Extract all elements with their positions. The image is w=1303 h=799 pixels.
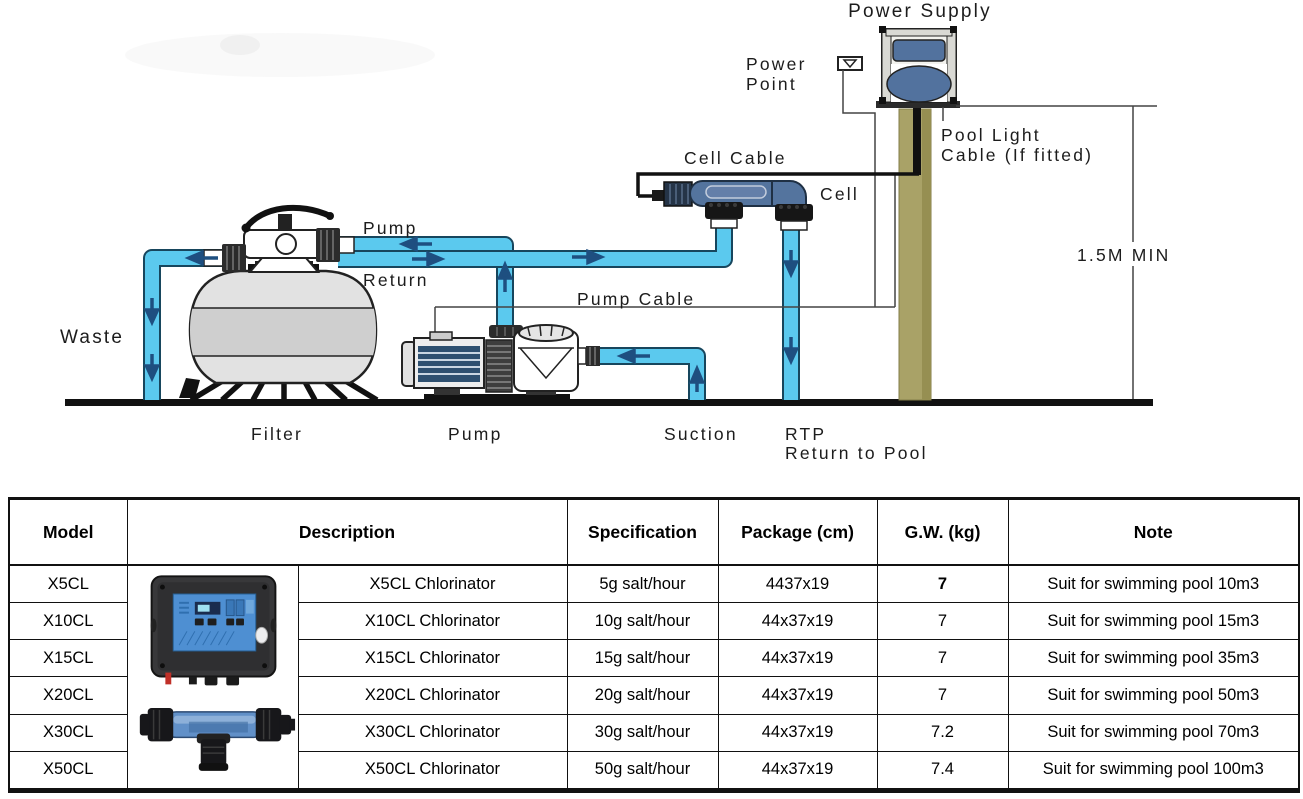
table-row: X15CL X15CL Chlorinator 15g salt/hour 44… [8,639,1300,678]
cell-gw: 7 [876,564,1009,604]
ground-line [65,399,1153,406]
table-row: X50CL X50CL Chlorinator 50g salt/hour 44… [8,750,1300,792]
label-pump-cable: Pump Cable [577,289,695,309]
cell-specification: 10g salt/hour [566,602,719,641]
cell-model: X30CL [8,713,128,752]
cell-description: X10CL Chlorinator [297,602,568,641]
cell-specification: 50g salt/hour [566,750,719,792]
cell-package: 44x37x19 [717,602,878,641]
label-suction: Suction [664,424,738,444]
cell-gw: 7.2 [876,713,1009,752]
table-row: X10CL X10CL Chlorinator 10g salt/hour 44… [8,602,1300,641]
cell-note: Suit for swimming pool 10m3 [1007,564,1300,604]
product-photo [139,575,295,771]
column-header-gw: G.W. (kg) [876,498,1009,566]
cell-gw: 7 [876,639,1009,678]
watermark [125,33,435,77]
label-rtp: RTP [785,424,826,444]
label-return-to-pool: Return to Pool [785,443,928,463]
cell-package: 44x37x19 [717,713,878,752]
cell-description: X20CL Chlorinator [297,676,568,715]
cell-specification: 5g salt/hour [566,564,719,604]
cell-specification: 30g salt/hour [566,713,719,752]
cell-model: X5CL [8,564,128,604]
label-power-point-1: Power [746,54,807,74]
cell-specification: 15g salt/hour [566,639,719,678]
label-cell-cable: Cell Cable [684,148,787,168]
label-pump-pipe: Pump [363,218,418,238]
label-waste: Waste [60,327,124,348]
label-pump: Pump [448,424,503,444]
table-row: X5CL [8,564,1300,791]
cell-model: X50CL [8,750,128,792]
spec-table-wrap: Model Description Specification Package … [8,497,1300,793]
cell-description: X50CL Chlorinator [297,750,568,792]
cell-model: X10CL [8,602,128,641]
column-header-description: Description [126,498,568,566]
cell-description: X15CL Chlorinator [297,639,568,678]
cell-note: Suit for swimming pool 50m3 [1007,676,1300,715]
column-header-note: Note [1007,498,1300,566]
pump-unit [401,307,600,401]
cell-note: Suit for swimming pool 70m3 [1007,713,1300,752]
table-row: X20CL X20CL Chlorinator 20g salt/hour 44… [8,676,1300,715]
product-photo-cell [126,564,299,791]
cell-package: 44x37x19 [717,750,878,792]
installation-diagram: Power Supply Power Point Pool Light Cabl… [60,1,1170,463]
power-supply-box [876,26,960,108]
filter-valve [203,204,355,273]
cell-specification: 20g salt/hour [566,676,719,715]
label-filter: Filter [251,424,303,444]
cell-photo [139,707,295,771]
mounting-pole [898,107,932,401]
spec-table: Model Description Specification Package … [8,497,1300,793]
column-header-package: Package (cm) [717,498,878,566]
label-height-min: 1.5M MIN [1077,245,1170,265]
column-header-specification: Specification [566,498,719,566]
power-point-icon [837,56,863,71]
cell-package: 44x37x19 [717,639,878,678]
label-return-pipe: Return [363,270,429,290]
cell-package: 44x37x19 [717,676,878,715]
label-power-supply: Power Supply [848,1,992,22]
cables [435,70,1157,399]
filter-tank [179,261,379,403]
label-cell: Cell [820,184,859,204]
cell-package: 4437x19 [717,564,878,604]
cell-note: Suit for swimming pool 35m3 [1007,639,1300,678]
cell-gw: 7 [876,602,1009,641]
cell-description: X5CL Chlorinator [297,564,568,604]
cell-gw: 7.4 [876,750,1009,792]
label-power-point-2: Point [746,74,797,94]
flow-arrows [143,235,800,392]
diagram-labels: Power Supply Power Point Pool Light Cabl… [60,1,1170,463]
cell-model: X15CL [8,639,128,678]
cell-description: X30CL Chlorinator [297,713,568,752]
column-header-model: Model [8,498,128,566]
label-pool-light-1: Pool Light [941,125,1041,145]
label-pool-light-2: Cable (If fitted) [941,145,1093,165]
cell-note: Suit for swimming pool 100m3 [1007,750,1300,792]
cell-gw: 7 [876,676,1009,715]
cell-unit [652,180,813,231]
cell-note: Suit for swimming pool 15m3 [1007,602,1300,641]
controller-box [150,575,276,686]
valve-handle [241,204,334,233]
cell-model: X20CL [8,676,128,715]
header-row: Model Description Specification Package … [8,498,1300,566]
